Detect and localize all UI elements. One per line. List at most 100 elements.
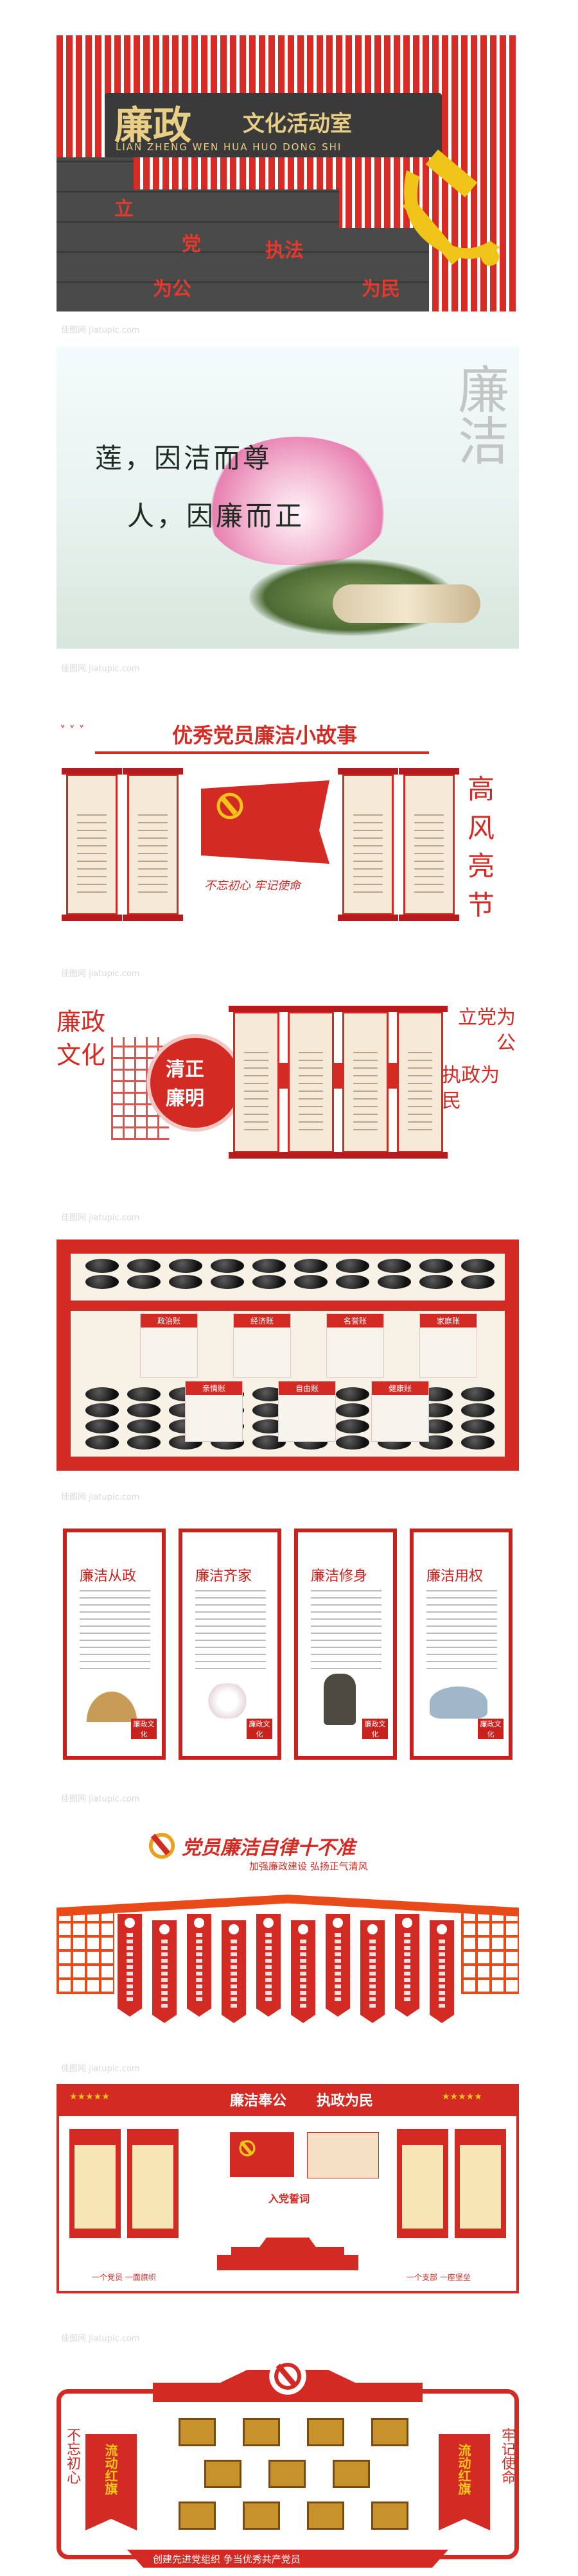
stone-wall-2 — [134, 189, 339, 311]
watermark: 佳图网 jiatupic.com — [61, 969, 140, 979]
left-flag-text: 流动红旗 — [103, 2444, 118, 2495]
panel-red-flag-wall: 不忘初心 牢记使命 流动红旗 流动红旗 创建先进党组织 争当优秀共产党员 — [57, 2357, 519, 2569]
rules-subtitle: 加强廉政建设 弘扬正气清风 — [249, 1861, 368, 1872]
story-scroll-2 — [123, 768, 183, 921]
brick-word-weimin: 为民 — [362, 278, 400, 301]
ledger-card-7: 健康账 — [371, 1381, 429, 1442]
rule-text — [369, 1940, 376, 2010]
serve-title-right: 执政为民 — [317, 2093, 374, 2109]
honor-plaque — [268, 2460, 306, 2488]
abacus-bead — [85, 1419, 119, 1433]
abacus-bead — [378, 1259, 411, 1273]
board-text — [195, 1590, 266, 1674]
abacus-bead — [252, 1259, 286, 1273]
abacus-bead — [127, 1259, 161, 1273]
abacus-bead — [461, 1275, 495, 1289]
rule-number-dot — [263, 1918, 274, 1928]
panel-abacus: 政治账 经济账 名誉账 家庭账 亲情账 自由账 健康账 — [57, 1240, 519, 1471]
board-2: 廉洁齐家 廉政文化 — [179, 1529, 281, 1760]
rule-strip — [256, 1914, 281, 2017]
honor-plaque — [333, 2460, 370, 2488]
ledger-card-2: 经济账 — [233, 1313, 291, 1378]
honor-plaque — [179, 2418, 216, 2446]
left-flag-banner — [85, 2434, 137, 2530]
board-text — [80, 1590, 150, 1674]
rule-number-dot — [367, 1924, 378, 1934]
right-big-2: 执政为民 — [442, 1064, 500, 1112]
title-main: 廉政 — [114, 103, 191, 148]
ledger-card-6: 自由账 — [278, 1381, 336, 1442]
board-title: 廉洁齐家 — [195, 1568, 252, 1584]
rule-text — [300, 1940, 306, 2010]
honor-plaque — [243, 2502, 280, 2530]
stories-title: 优秀党员廉洁小故事 — [172, 723, 358, 748]
rule-text — [265, 1933, 272, 2004]
honor-plaque — [243, 2418, 280, 2446]
brick-word-weigong: 为公 — [153, 278, 191, 301]
footer-left: 一个党员 一面旗帜 — [92, 2273, 156, 2282]
right-vertical: 牢记使命 — [499, 2428, 515, 2484]
abacus-bead — [169, 1275, 202, 1289]
panel-party-stories: ˅ ˅ ˅ 优秀党员廉洁小故事 不忘初心 牢记使命 高风 亮节 — [57, 716, 519, 941]
rule-number-dot — [437, 1924, 447, 1934]
abacus-bead — [419, 1259, 453, 1273]
abacus-bead — [336, 1435, 369, 1450]
board-4: 廉洁用权 廉政文化 — [410, 1529, 512, 1760]
rule-number-dot — [298, 1924, 308, 1934]
panel-serve-public: 廉洁奉公 执政为民 ★★★★★ ★★★★★ 入党誓词 一个党员 一面旗帜 一个支… — [57, 2084, 519, 2312]
abacus-bead — [336, 1419, 369, 1433]
panel-clean-government: 廉政文化 清正 廉明 立党为公 执政为民 — [57, 992, 519, 1191]
stars-right: ★★★★★ — [442, 2092, 482, 2102]
abacus-bead — [461, 1387, 495, 1401]
honor-plaque — [204, 2460, 241, 2488]
abacus-bead — [85, 1387, 119, 1401]
story-scroll-4 — [399, 768, 459, 921]
title-plaque — [105, 93, 442, 157]
stone-wall — [57, 157, 134, 311]
center-red-flag — [201, 780, 329, 864]
abacus-bead — [127, 1403, 161, 1417]
abacus-bead — [169, 1259, 202, 1273]
story-scroll-1 — [62, 768, 122, 921]
watermark: 佳图网 jiatupic.com — [61, 2064, 140, 2074]
abacus-bead — [85, 1259, 119, 1273]
flag-emblem-icon — [216, 793, 243, 819]
rule-text — [196, 1933, 202, 2004]
abacus-bead — [127, 1435, 161, 1450]
panel-lianzheng-room: 廉政 文化活动室 LIAN ZHENG WEN HUA HUO DONG SHI… — [57, 35, 519, 311]
dragon-image — [430, 1687, 487, 1719]
rule-strip — [187, 1914, 211, 2017]
oath-panel — [307, 2132, 379, 2178]
gov-scroll-2 — [283, 1006, 338, 1159]
watermark: 佳图网 jiatupic.com — [61, 664, 140, 674]
brick-word-li: 立 — [114, 198, 134, 220]
watermark: 佳图网 jiatupic.com — [61, 1493, 140, 1502]
lotus-root — [333, 584, 480, 623]
flag-emblem-icon — [239, 2140, 256, 2157]
lattice-left — [57, 1911, 114, 1994]
abacus-bead — [85, 1275, 119, 1289]
rule-text — [335, 1933, 341, 2004]
ledger-card-5: 亲情账 — [185, 1381, 243, 1442]
panel-ten-rules: 党员廉洁自律十不准 加强廉政建设 弘扬正气清风 — [57, 1824, 519, 2029]
honor-plaque — [307, 2418, 344, 2446]
abacus-bead — [127, 1419, 161, 1433]
right-flag-banner — [439, 2434, 490, 2530]
honor-plaque — [371, 2418, 408, 2446]
board-seal: 廉政文化 — [478, 1719, 504, 1739]
gov-scroll-1 — [229, 1006, 284, 1159]
statue-image — [324, 1674, 356, 1725]
round-badge — [146, 1034, 244, 1132]
right-big-1: 立党为公 — [458, 1006, 516, 1055]
abacus-bead — [211, 1275, 244, 1289]
left-big-chars: 廉政文化 — [57, 1008, 106, 1069]
badge-line2: 廉明 — [166, 1087, 204, 1110]
rule-strip — [430, 1920, 454, 2023]
abacus-bead — [294, 1275, 328, 1289]
left-vertical: 不忘初心 — [64, 2428, 80, 2484]
rule-number-dot — [159, 1924, 170, 1934]
abacus-bead — [252, 1435, 286, 1450]
info-board-inner-3 — [402, 2145, 443, 2229]
serve-top-band — [57, 2084, 519, 2114]
abacus-bead — [252, 1387, 286, 1401]
